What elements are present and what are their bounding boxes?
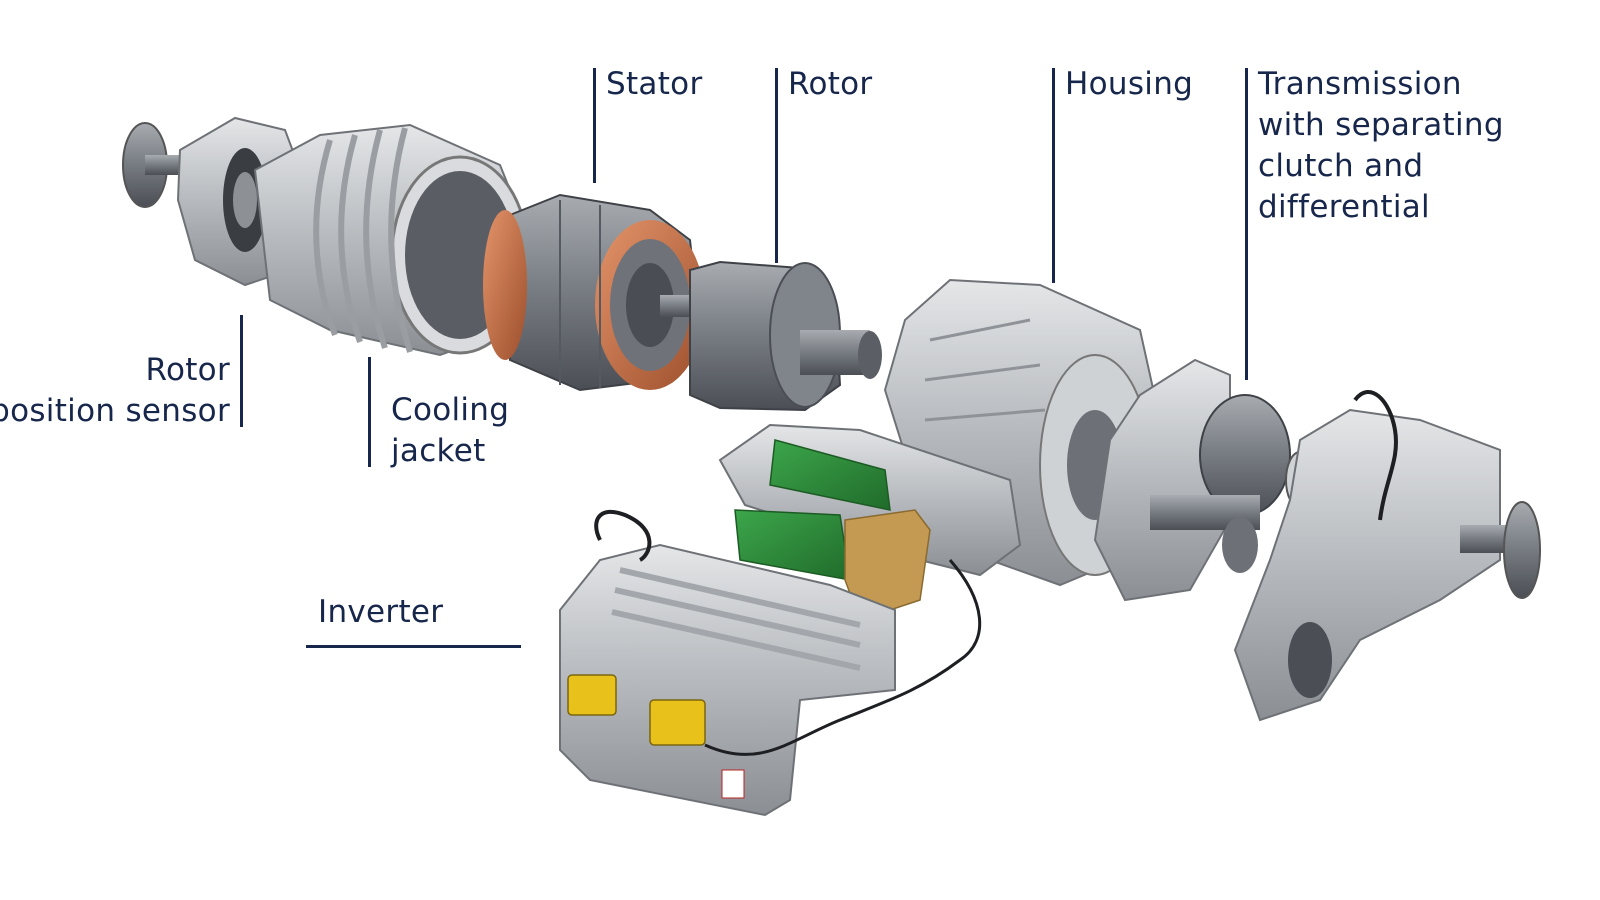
rotor-part <box>660 260 882 412</box>
transmission-part <box>1093 358 1541 722</box>
housing-leader-line <box>1052 68 1055 283</box>
rotor-position-sensor-label: Rotor position sensor <box>0 352 230 429</box>
rotor-leader-line <box>775 68 778 263</box>
inverter-leader-line <box>306 645 521 648</box>
stator-leader-line <box>593 68 596 183</box>
cooling-jacket-label: Cooling jacket <box>391 392 510 469</box>
inverter-label: Inverter <box>318 594 444 630</box>
stator-label: Stator <box>606 66 703 102</box>
inverter-part <box>559 423 1022 817</box>
rotor-position-sensor-leader-line <box>240 315 243 427</box>
housing-label: Housing <box>1065 66 1194 102</box>
rotor-label: Rotor <box>788 66 873 102</box>
transmission-label: Transmission with separating clutch and … <box>1258 66 1504 225</box>
transmission-leader-line <box>1245 68 1248 380</box>
cooling-jacket-leader-line <box>368 357 371 467</box>
stator-part <box>483 193 705 392</box>
